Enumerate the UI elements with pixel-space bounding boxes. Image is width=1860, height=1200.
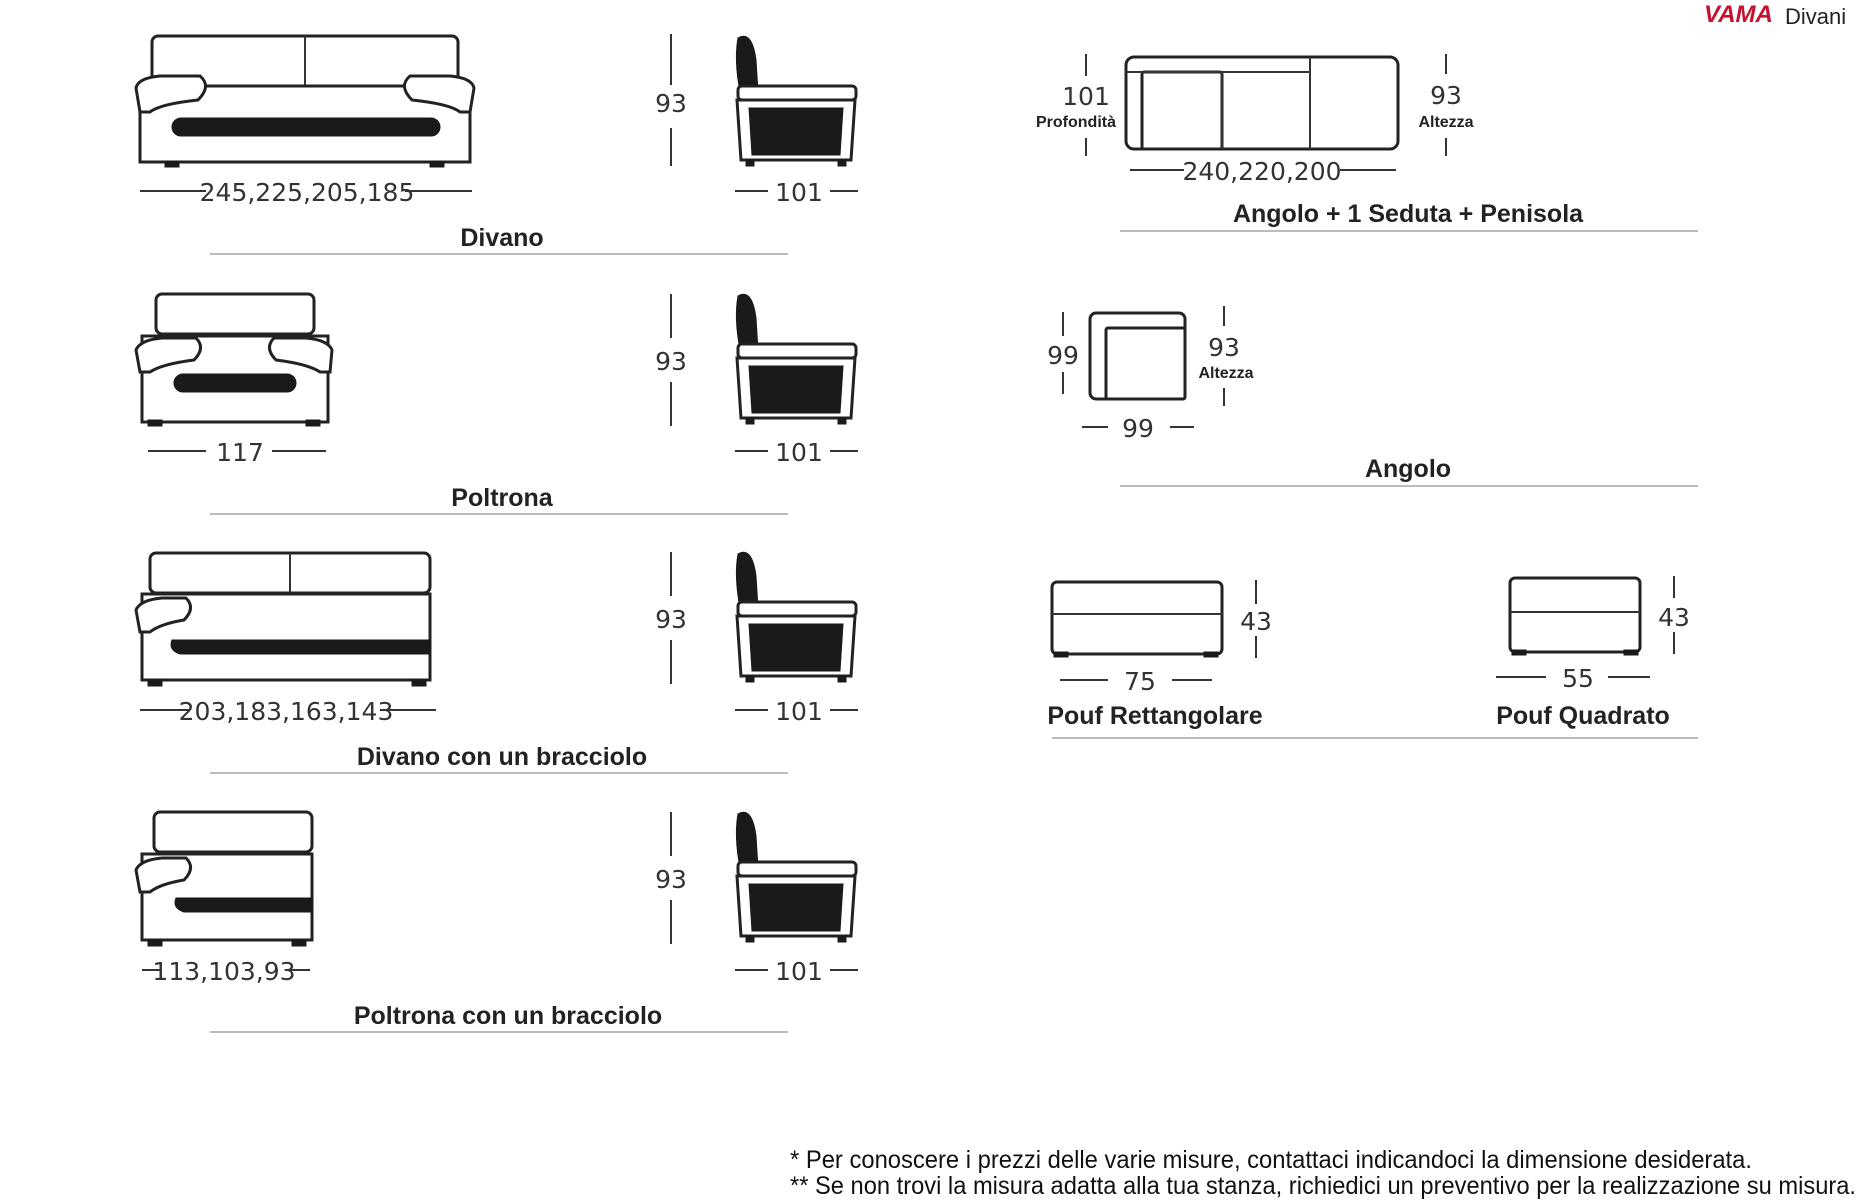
poltrona-height-label: 93 <box>655 347 687 376</box>
poltrona-depth-label: 101 <box>775 438 823 467</box>
angolo-depth-label: 99 <box>1047 341 1079 370</box>
angolo-penisola-width-label: 240,220,200 <box>1182 157 1341 186</box>
product-divano-bracciolo: 203,183,163,143 93 101 Divano con un bra… <box>134 551 858 774</box>
angolo-top-view <box>1088 311 1187 401</box>
angolo-penisola-height-caption: Altezza <box>1418 114 1473 131</box>
angolo-penisola-depth-label: 101 <box>1062 82 1110 111</box>
pouf-rettangolare-width-label: 75 <box>1124 667 1156 696</box>
poltrona-bracciolo-height-label: 93 <box>655 865 687 894</box>
angolo-height-caption: Altezza <box>1198 365 1253 382</box>
angolo-width-label: 99 <box>1122 414 1154 443</box>
divano-bracciolo-title: Divano con un bracciolo <box>357 743 647 771</box>
divano-height-label: 93 <box>655 89 687 118</box>
poltrona-front-view <box>134 292 334 427</box>
divano-depth-label: 101 <box>775 178 823 207</box>
divano-bracciolo-depth-label: 101 <box>775 697 823 726</box>
divano-bracciolo-height-label: 93 <box>655 605 687 634</box>
pouf-quadrato-width-label: 55 <box>1562 664 1594 693</box>
divano-bracciolo-width-label: 203,183,163,143 <box>179 697 394 726</box>
divano-bracciolo-front-view <box>134 551 432 687</box>
product-divano: 245,225,205,185 93 101 Divano <box>134 34 858 255</box>
pouf-rettangolare-height-label: 43 <box>1240 607 1272 636</box>
note-custom-size: ** Se non trovi la misura adatta alla tu… <box>790 1172 1856 1200</box>
poltrona-bracciolo-width-label: 113,103,93 <box>152 957 295 986</box>
angolo-height-label: 93 <box>1208 333 1240 362</box>
angolo-penisola-depth-caption: Profondità <box>1036 114 1116 131</box>
divano-width-label: 245,225,205,185 <box>200 178 415 207</box>
pouf-quadrato-height-label: 43 <box>1658 603 1690 632</box>
angolo-penisola-top-view <box>1124 55 1400 151</box>
poltrona-title: Poltrona <box>451 484 553 512</box>
pouf-quadrato-title: Pouf Quadrato <box>1496 702 1670 730</box>
poltrona-width-label: 117 <box>216 438 264 467</box>
pouf-rettangolare-view <box>1050 580 1224 658</box>
divano-title: Divano <box>460 224 543 252</box>
divano-bracciolo-side-view <box>735 551 858 683</box>
logo-vama-text: VAMA <box>1704 1 1773 28</box>
angolo-penisola-height-label: 93 <box>1430 81 1462 110</box>
note-prices: * Per conoscere i prezzi delle varie mis… <box>790 1146 1752 1174</box>
logo-divani-text: Divani <box>1785 4 1846 29</box>
poltrona-bracciolo-side-view <box>735 811 858 943</box>
product-poltrona-bracciolo: 113,103,93 93 101 Poltrona con un bracci… <box>134 810 858 1033</box>
product-pouf-rettangolare: 43 75 Pouf Rettangolare <box>1047 580 1272 730</box>
poltrona-bracciolo-title: Poltrona con un bracciolo <box>354 1002 662 1030</box>
divano-side-view <box>735 35 858 167</box>
pouf-quadrato-view <box>1508 576 1642 656</box>
vama-divani-logo: VAMA Divani <box>1704 1 1846 29</box>
pouf-rettangolare-title: Pouf Rettangolare <box>1047 702 1262 730</box>
poltrona-bracciolo-front-view <box>134 810 314 947</box>
divano-front-view <box>134 34 476 168</box>
product-angolo: 99 93 Altezza 99 Angolo <box>1047 306 1698 487</box>
angolo-title: Angolo <box>1365 455 1451 483</box>
poltrona-side-view <box>735 293 858 425</box>
product-pouf-quadrato: 43 55 Pouf Quadrato <box>1496 576 1690 730</box>
product-poltrona: 117 93 101 Poltrona <box>134 292 858 515</box>
product-angolo-penisola: 101 Profondità 93 Altezza 240,220,200 An… <box>1036 54 1698 232</box>
angolo-penisola-title: Angolo + 1 Seduta + Penisola <box>1233 200 1584 228</box>
poltrona-bracciolo-depth-label: 101 <box>775 957 823 986</box>
